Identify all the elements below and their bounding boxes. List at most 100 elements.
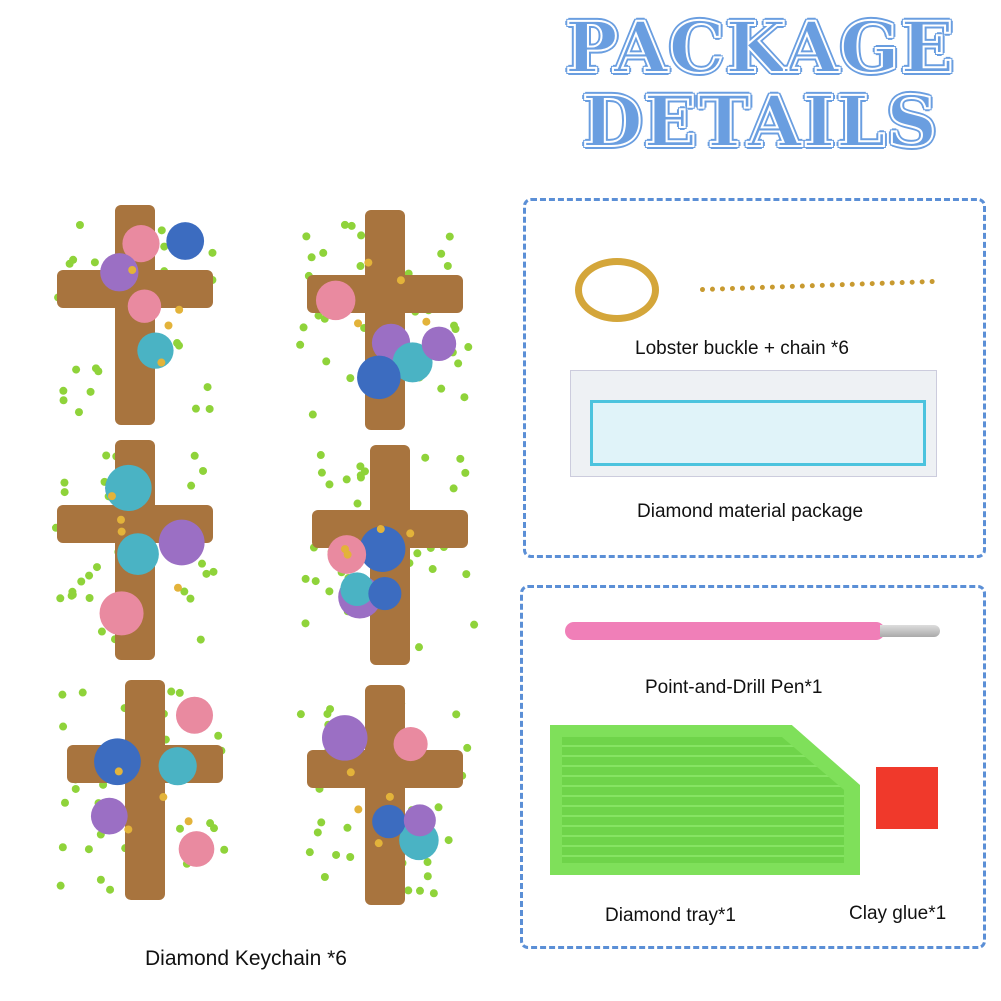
leaf-bead xyxy=(69,255,78,264)
gold-bead xyxy=(117,527,126,536)
leaf-bead xyxy=(173,339,182,348)
drill-pen-label: Point-and-Drill Pen*1 xyxy=(645,677,823,698)
drill-pen-icon xyxy=(565,622,885,640)
flower xyxy=(368,577,402,611)
leaf-bead xyxy=(346,374,355,383)
gold-bead xyxy=(376,525,385,534)
flower xyxy=(372,804,406,839)
gold-bead xyxy=(385,792,394,801)
leaf-bead xyxy=(72,365,81,374)
leaf-bead xyxy=(58,843,67,852)
leaf-bead xyxy=(296,710,305,719)
leaf-bead xyxy=(191,404,200,413)
leaf-bead xyxy=(322,357,331,366)
lobster-clasp-icon xyxy=(575,258,659,322)
leaf-bead xyxy=(317,818,326,827)
gold-bead xyxy=(406,529,415,538)
cross-horizontal xyxy=(67,745,223,783)
leaf-bead xyxy=(423,858,432,867)
leaf-bead xyxy=(60,488,69,497)
leaf-bead xyxy=(347,221,356,230)
leaf-bead xyxy=(346,852,355,861)
cross-keychain xyxy=(51,440,218,660)
leaf-bead xyxy=(445,232,454,241)
flower xyxy=(321,715,368,761)
gold-bead xyxy=(346,768,355,777)
leaf-bead xyxy=(413,549,422,558)
cross-horizontal xyxy=(307,750,463,788)
gold-bead xyxy=(422,317,431,326)
leaf-bead xyxy=(301,619,310,628)
leaf-bead xyxy=(308,410,317,419)
leaf-bead xyxy=(461,468,470,477)
leaf-bead xyxy=(90,258,99,267)
gold-bead xyxy=(354,805,363,814)
leaf-bead xyxy=(414,643,423,652)
leaf-bead xyxy=(451,325,460,334)
leaf-bead xyxy=(97,627,106,636)
leaf-bead xyxy=(175,688,184,697)
gold-bead xyxy=(114,767,123,776)
gold-bead xyxy=(175,305,184,314)
flower xyxy=(158,747,197,786)
leaf-bead xyxy=(340,220,349,229)
flower xyxy=(315,280,356,321)
leaf-bead xyxy=(428,565,437,574)
leaf-bead xyxy=(302,232,311,241)
cross-keychain xyxy=(301,445,479,665)
drill-pen-tip-icon xyxy=(880,625,940,637)
gold-bead xyxy=(107,492,116,501)
title-line-1: PACKAGE xyxy=(564,6,956,89)
leaf-bead xyxy=(102,451,111,460)
leaf-bead xyxy=(463,743,472,752)
leaf-bead xyxy=(58,690,67,699)
leaf-bead xyxy=(421,453,430,462)
gold-bead xyxy=(157,358,166,367)
leaf-bead xyxy=(470,620,479,629)
leaf-bead xyxy=(84,845,93,854)
leaf-bead xyxy=(357,231,366,240)
leaf-bead xyxy=(319,248,328,257)
leaf-bead xyxy=(220,845,229,854)
gold-bead xyxy=(173,583,182,592)
leaf-bead xyxy=(208,248,217,257)
leaf-bead xyxy=(437,249,446,258)
flower xyxy=(158,519,205,566)
leaf-bead xyxy=(452,710,461,719)
keychain-illustrations xyxy=(51,205,479,905)
flower xyxy=(392,342,433,383)
leaf-bead xyxy=(180,587,189,596)
accessories-box xyxy=(523,198,986,558)
leaf-bead xyxy=(196,635,205,644)
leaf-bead xyxy=(443,261,452,270)
flower xyxy=(122,225,160,263)
flower xyxy=(137,332,174,369)
gold-bead xyxy=(164,321,173,330)
flower xyxy=(175,696,214,734)
flower xyxy=(403,804,436,837)
leaf-bead xyxy=(305,848,314,857)
flower xyxy=(94,738,141,786)
cross-vertical xyxy=(125,680,165,900)
leaf-bead xyxy=(214,731,223,740)
leaf-bead xyxy=(449,484,458,493)
leaf-bead xyxy=(313,828,322,837)
leaf-bead xyxy=(209,567,218,576)
gold-bead xyxy=(128,266,137,275)
leaf-bead xyxy=(301,574,310,583)
leaf-bead xyxy=(71,784,80,793)
leaf-bead xyxy=(187,481,196,490)
title-line-2: DETAILS xyxy=(581,80,939,163)
leaf-bead xyxy=(311,577,320,586)
leaf-bead xyxy=(462,570,471,579)
leaf-bead xyxy=(356,262,365,271)
leaf-bead xyxy=(404,886,413,895)
leaf-bead xyxy=(437,384,446,393)
leaf-bead xyxy=(314,311,323,320)
flower xyxy=(359,526,406,572)
leaf-bead xyxy=(56,881,65,890)
cross-keychain xyxy=(296,685,472,905)
flower xyxy=(127,289,162,323)
leaf-bead xyxy=(456,454,465,463)
leaf-bead xyxy=(106,885,115,894)
